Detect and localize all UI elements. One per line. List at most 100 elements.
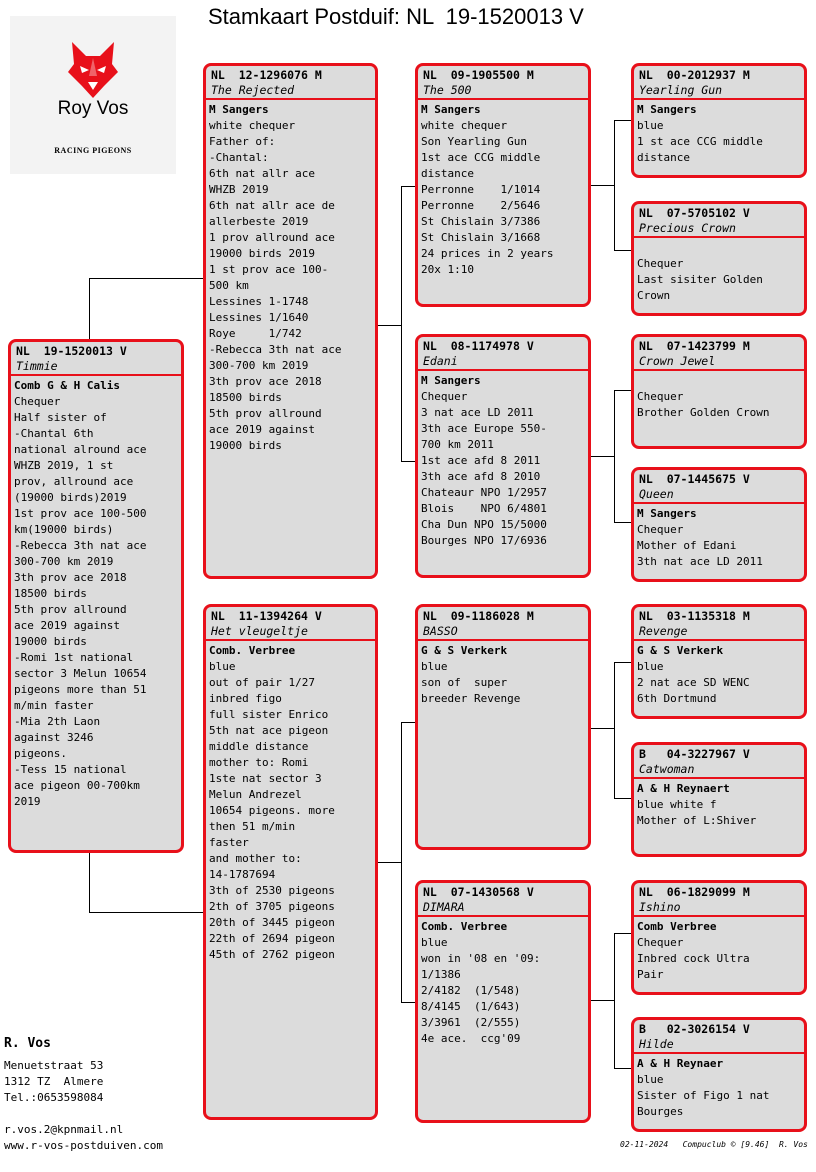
pedigree-line: -Rebecca 3th nat ace	[14, 539, 147, 552]
pedigree-line: m/min faster	[14, 699, 94, 712]
pedigree-line: blue	[637, 119, 664, 132]
pigeon-name: Crown Jewel	[639, 354, 716, 368]
pedigree-line: pigeons.	[14, 747, 67, 760]
pedigree-line: 10654 pigeons. more	[209, 804, 335, 817]
ring-number: B 02-3026154 V	[639, 1022, 750, 1036]
pedigree-line: 3th ace Europe 550-	[421, 422, 547, 435]
pedigree-line: won in '08 en '09:	[421, 952, 541, 965]
pedigree-line: -Mia 2th Laon	[14, 715, 101, 728]
pedigree-line: Last sisiter Golden	[637, 273, 763, 286]
pigeon-name: Ishino	[639, 900, 681, 914]
ring-number: NL 19-1520013 V	[16, 344, 127, 358]
connector-line	[89, 852, 90, 913]
pedigree-line: Chequer	[637, 257, 684, 270]
pedigree-line: 3th prov ace 2018	[14, 571, 127, 584]
breeder-name: G & S Verkerk	[421, 644, 508, 657]
pedigree-line: distance	[637, 151, 690, 164]
breeder-name: M Sangers	[421, 374, 481, 387]
pedigree-line: pigeons more than 51	[14, 683, 147, 696]
pedigree-line: 2 nat ace SD WENC	[637, 676, 750, 689]
connector-line	[589, 185, 615, 186]
pedigree-line	[637, 240, 801, 256]
pedigree-line: WHZB 2019	[209, 183, 269, 196]
pedigree-line: Lessines 1/1640	[209, 311, 309, 324]
breeder-name: A & H Reynaert	[637, 782, 730, 795]
pedigree-line: national alround ace	[14, 443, 147, 456]
connector-line	[89, 278, 204, 279]
logo-subtitle: RACING PIGEONS	[54, 146, 132, 155]
pedigree-line: Chequer	[637, 523, 684, 536]
ring-number: NL 11-1394264 V	[211, 609, 322, 623]
pedigree-line: 3th prov ace 2018	[209, 375, 322, 388]
connector-line	[614, 662, 632, 663]
pedigree-line: Perronne 2/5646	[421, 199, 541, 212]
pedigree-line: allerbeste 2019	[209, 215, 309, 228]
owner-website[interactable]: www.r-vos-postduiven.com	[4, 1139, 163, 1152]
pedigree-line: out of pair 1/27	[209, 676, 315, 689]
pedigree-line: Chequer	[637, 390, 684, 403]
connector-line	[376, 325, 402, 326]
ring-number: B 04-3227967 V	[639, 747, 750, 761]
logo: Roy Vos RACING PIGEONS	[10, 16, 176, 174]
connector-line	[614, 390, 632, 391]
pedigree-line: 5th nat ace pigeon	[209, 724, 329, 737]
connector-line	[401, 186, 416, 187]
connector-line	[89, 912, 204, 913]
pedigree-line: 1 prov allround ace	[209, 231, 335, 244]
owner-city: 1312 TZ Almere	[4, 1075, 104, 1088]
connector-line	[401, 722, 402, 1003]
pedigree-line: 3th ace afd 8 2010	[421, 470, 541, 483]
pedigree-line: -Chantal:	[209, 151, 269, 164]
pedigree-line: 3th nat ace LD 2011	[637, 555, 763, 568]
pedigree-line: St Chislain 3/7386	[421, 215, 541, 228]
connector-line	[401, 1002, 416, 1003]
pedigree-line: 19000 birds	[209, 439, 282, 452]
connector-line	[589, 728, 615, 729]
pedigree-line: ace 2019 against	[209, 423, 315, 436]
pedigree-line: 2th of 3705 pigeons	[209, 900, 335, 913]
pedigree-line: 500 km	[209, 279, 249, 292]
owner-email[interactable]: r.vos.2@kpnmail.nl	[4, 1123, 124, 1136]
pedigree-line: ace 2019 against	[14, 619, 120, 632]
pedigree-line: full sister Enrico	[209, 708, 329, 721]
breeder-name: Comb Verbree	[637, 920, 717, 933]
pedigree-line: Bourges NPO 17/6936	[421, 534, 547, 547]
pigeon-name: Het vleugeltje	[211, 624, 308, 638]
pigeon-name: Revenge	[639, 624, 688, 638]
pedigree-line: 19000 birds 2019	[209, 247, 315, 260]
pedigree-line: blue white f	[637, 798, 717, 811]
connector-line	[589, 456, 615, 457]
pigeon-name: Timmie	[16, 359, 58, 373]
pedigree-line: Father of:	[209, 135, 276, 148]
page-title: Stamkaart Postduif: NL 19-1520013 V	[208, 4, 584, 29]
pedigree-line: 22th of 2694 pigeon	[209, 932, 335, 945]
pigeon-name: The Rejected	[211, 83, 295, 97]
pedigree-line: faster	[209, 836, 249, 849]
print-stamp: 02-11-2024 Compuclub © [9.46] R. Vos	[620, 1140, 808, 1149]
